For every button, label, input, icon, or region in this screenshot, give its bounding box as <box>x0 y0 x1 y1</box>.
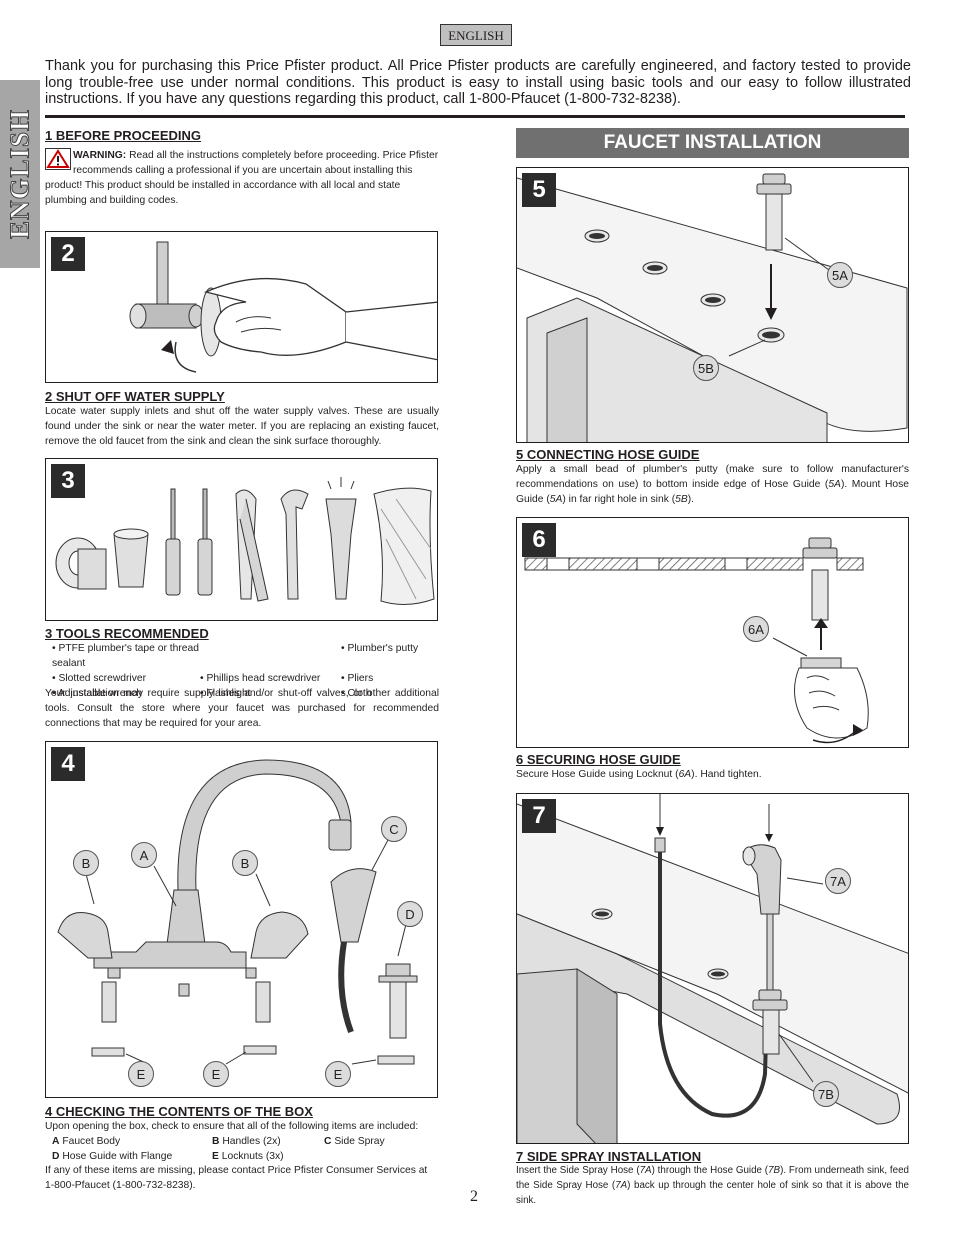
tool-item: • Cloth <box>341 688 372 699</box>
section-5-text: Apply a small bead of plumber's putty (m… <box>516 464 910 505</box>
tool-item: • Flashlight <box>200 688 251 699</box>
slotted-screwdriver-icon <box>165 488 181 596</box>
tools-drawing <box>55 477 435 605</box>
faucet-body-drawing <box>93 759 352 1023</box>
step-6-illustration: 6 6A <box>516 517 909 748</box>
flashlight-icon <box>325 477 357 600</box>
side-spray-7a-drawing <box>742 844 782 995</box>
section-4-missing-note: If any of these items are missing, pleas… <box>45 1165 428 1191</box>
section-4-intro: Upon opening the box, check to ensure th… <box>45 1121 419 1132</box>
callout-7b: 7B <box>813 1081 839 1107</box>
section-3-heading: 3 TOOLS RECOMMENDED <box>45 626 209 641</box>
callout-5b: 5B <box>693 355 719 381</box>
side-spray-install-drawing <box>517 794 908 1143</box>
callout-e-1: E <box>128 1061 154 1087</box>
section-7-heading: 7 SIDE SPRAY INSTALLATION <box>516 1149 702 1164</box>
step-2-number: 2 <box>51 237 85 271</box>
step-6-number: 6 <box>522 523 556 557</box>
callout-e-2: E <box>203 1061 229 1087</box>
content-item: B Handles (2x) <box>212 1136 281 1147</box>
content-item: E Locknuts (3x) <box>212 1151 284 1162</box>
callout-b-right: B <box>232 850 258 876</box>
step-4-illustration: 4 B A B C D E E E <box>45 741 438 1098</box>
sink-section-drawing <box>524 557 864 571</box>
warning-block: WARNING: Read all the instructions compl… <box>45 148 439 208</box>
step-5-illustration: 5 5A 5B <box>516 167 909 443</box>
step-4-number: 4 <box>51 747 85 781</box>
step-3-illustration: 3 <box>45 458 438 621</box>
phillips-screwdriver-icon <box>197 488 213 596</box>
tool-item: • Pliers <box>341 673 374 684</box>
side-spray-drawing <box>330 868 377 1034</box>
hose-guide-7b-drawing <box>752 989 788 1055</box>
adjustable-wrench-icon <box>280 489 309 600</box>
intro-paragraph: Thank you for purchasing this Price Pfis… <box>45 58 911 107</box>
step-7-number: 7 <box>522 799 556 833</box>
warning-text: Read all the instructions completely bef… <box>45 150 439 206</box>
step-3-number: 3 <box>51 464 85 498</box>
section-2-text: Locate water supply inlets and shut off … <box>45 406 439 447</box>
pliers-icon <box>235 489 269 602</box>
callout-b-left: B <box>73 850 99 876</box>
locknut-tighten-drawing <box>524 537 869 744</box>
callout-e-3: E <box>325 1061 351 1087</box>
content-item <box>324 1149 434 1164</box>
section-2-heading: 2 SHUT OFF WATER SUPPLY <box>45 389 225 404</box>
hose-guide-mount-drawing <box>517 173 908 442</box>
content-item: C Side Spray <box>324 1136 385 1147</box>
content-item: D Hose Guide with Flange <box>52 1151 173 1162</box>
callout-6a: 6A <box>743 616 769 642</box>
box-contents-drawing <box>57 759 418 1065</box>
box-contents-list: A Faucet Body B Handles (2x) C Side Spra… <box>52 1134 434 1164</box>
faucet-installation-banner: FAUCET INSTALLATION <box>516 128 909 158</box>
handle-right-drawing <box>250 911 309 959</box>
putty-container-icon <box>113 528 149 588</box>
tool-item: • Phillips head screwdriver <box>200 673 321 684</box>
section-4-heading: 4 CHECKING THE CONTENTS OF THE BOX <box>45 1104 313 1119</box>
locknuts-drawing <box>91 1045 415 1065</box>
tool-item: • Slotted screwdriver <box>52 673 147 684</box>
content-item: A Faucet Body <box>52 1136 121 1147</box>
handle-left-drawing <box>57 912 113 959</box>
side-language-tab: ENGLISH <box>0 80 40 268</box>
step-2-illustration: 2 <box>45 231 438 383</box>
warning-label: WARNING: <box>73 150 127 161</box>
section-5-heading: 5 CONNECTING HOSE GUIDE <box>516 447 700 462</box>
callout-5a: 5A <box>827 262 853 288</box>
callout-a: A <box>131 842 157 868</box>
language-tab: ENGLISH <box>440 24 512 46</box>
side-language-label: ENGLISH <box>4 108 35 240</box>
side-spray-hose-drawing <box>654 837 769 1118</box>
ptfe-tape-icon <box>55 537 107 590</box>
section-6-heading: 6 SECURING HOSE GUIDE <box>516 752 681 767</box>
section-7-text: Insert the Side Spray Hose (7A) through … <box>516 1165 909 1206</box>
tool-item: • Adjustable wrench <box>52 688 143 699</box>
tool-item <box>200 641 341 671</box>
hose-guide-6-drawing <box>802 537 838 621</box>
callout-c: C <box>381 816 407 842</box>
cloth-icon <box>373 487 435 605</box>
tool-item: • PTFE plumber's tape or thread sealant <box>52 643 199 669</box>
shutoff-valve-hand-drawing <box>129 241 437 373</box>
hose-guide-drawing <box>378 963 418 1039</box>
warning-icon <box>45 148 71 170</box>
header-divider <box>45 115 905 118</box>
tools-list: • PTFE plumber's tape or thread sealant … <box>52 641 461 701</box>
step-5-number: 5 <box>522 173 556 207</box>
step-7-illustration: 7 7A 7B <box>516 793 909 1144</box>
locknut-hand-drawing <box>794 657 869 739</box>
hose-guide-5a-drawing <box>756 173 792 251</box>
section-1-heading: 1 BEFORE PROCEEDING <box>45 128 202 143</box>
callout-7a: 7A <box>825 868 851 894</box>
tool-item: • Plumber's putty <box>341 643 419 654</box>
section-6-text: Secure Hose Guide using Locknut (6A). Ha… <box>516 769 762 780</box>
callout-d: D <box>397 901 423 927</box>
page-number: 2 <box>470 1188 478 1205</box>
section-3-note: Your installation may require supply lin… <box>45 688 439 729</box>
